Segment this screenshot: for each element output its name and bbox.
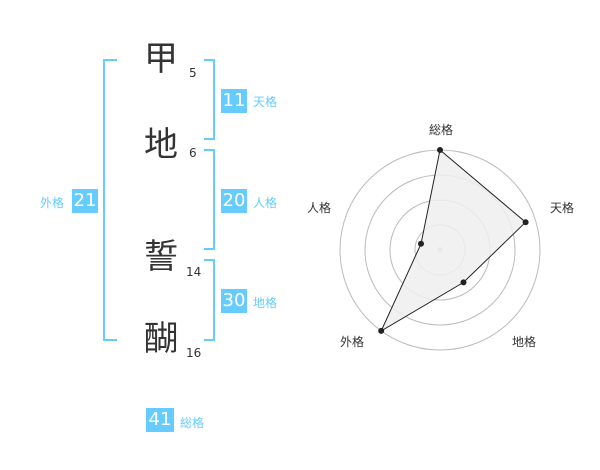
tenkaku-value: 11 (221, 89, 247, 113)
chikaku-value: 30 (221, 289, 247, 313)
jinkaku-label: 人格 (253, 196, 278, 210)
radar-point-3 (460, 279, 467, 286)
chikaku-label: 地格 (253, 296, 278, 310)
char-3-strokes: 14 (186, 265, 202, 279)
char-4: 醐 (144, 319, 178, 359)
char-2-strokes: 6 (189, 146, 197, 160)
radar-series-area (380, 149, 527, 333)
soukaku-value: 41 (146, 408, 174, 432)
tenkaku-bracket (204, 59, 215, 140)
radar-axis-label-soukaku: 総格 (429, 123, 454, 137)
char-2: 地 (144, 125, 178, 165)
char-1-strokes: 5 (189, 66, 197, 80)
jinkaku-value: 20 (221, 189, 247, 213)
char-4-strokes: 16 (186, 346, 202, 360)
jinkaku-bracket (204, 149, 215, 250)
radar-axis-label-chikaku: 地格 (512, 335, 537, 349)
tenkaku-label: 天格 (253, 95, 278, 109)
radar-point-1 (437, 147, 443, 153)
radar-point-2 (522, 219, 529, 226)
radar-axis-label-jinkaku: 人格 (307, 201, 332, 215)
soukaku-label: 総格 (180, 416, 205, 430)
radar-axis-label-gaikaku: 外格 (340, 335, 365, 349)
gaikaku-value: 21 (72, 189, 98, 213)
char-3: 誓 (144, 237, 178, 277)
gaikaku-label: 外格 (40, 196, 65, 210)
char-1: 甲 (144, 39, 178, 79)
chikaku-bracket (204, 259, 215, 341)
radar-axis-label-tenkaku: 天格 (550, 201, 575, 215)
radar-point-5 (418, 240, 424, 247)
gaikaku-bracket (103, 59, 117, 341)
radar-point-4 (378, 327, 385, 334)
